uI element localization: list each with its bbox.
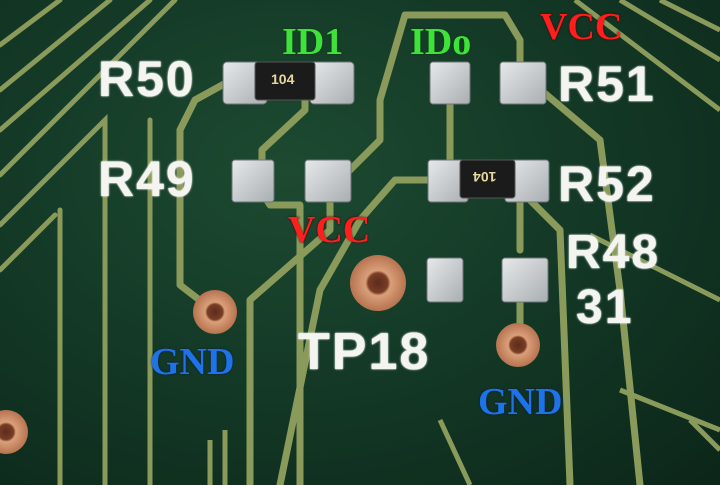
resistor-r52-body: [459, 159, 516, 199]
resistor-r50-body: [254, 61, 316, 101]
label-vcc-mid: VCC: [288, 209, 371, 251]
silkscreen-31: 31: [576, 281, 634, 334]
label-gnd-right: GND: [478, 381, 563, 423]
traces-bottom: [207, 418, 720, 485]
silkscreen-r52: R52: [558, 156, 656, 212]
traces-right: [573, 0, 720, 433]
vias: [0, 255, 540, 454]
label-vcc-top: VCC: [540, 6, 623, 48]
traces-left: [0, 0, 178, 485]
silkscreen-r49: R49: [98, 151, 196, 207]
silkscreen-r51: R51: [558, 56, 656, 112]
label-gnd-left: GND: [150, 341, 235, 383]
silkscreen-r48: R48: [566, 226, 661, 279]
silkscreen-tp18: TP18: [298, 323, 431, 381]
resistor-r52-marking: 104: [473, 169, 497, 185]
silkscreen-r50: R50: [98, 51, 196, 107]
resistor-r50-marking: 104: [271, 71, 295, 87]
label-id0: IDo: [410, 21, 472, 63]
label-id1: ID1: [282, 21, 344, 63]
